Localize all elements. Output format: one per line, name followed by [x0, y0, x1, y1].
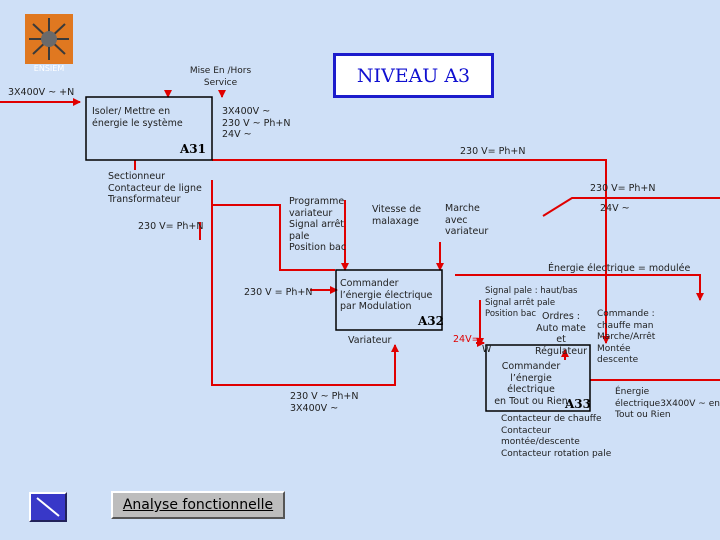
label-programme: Programme variateur Signal arrêt pale Po…: [289, 196, 347, 253]
label-energie-tor: Énergie électrique3X400V ~ en Tout ou Ri…: [615, 387, 720, 420]
label-commander-tor: Commander l’énergie électrique en Tout o…: [494, 361, 568, 407]
label-ordres: Ordres : Auto mate et Régulateur: [535, 311, 588, 357]
label-commande: Commande : chauffe man Marche/Arrêt Mont…: [597, 309, 656, 365]
block-a31-label: A31: [180, 142, 207, 156]
logo-caption: ENSIEM: [33, 64, 65, 73]
label-energie-modulee: Énergie électrique = modulée: [548, 263, 691, 274]
label-mise-en-service: Mise En /Hors Service: [189, 66, 252, 88]
logo-emblem-icon: [29, 18, 69, 60]
label-supply-a31: 3X400V ~ 230 V ~ Ph+N 24V ~: [222, 106, 291, 140]
label-variateur: Variateur: [348, 335, 392, 346]
label-a31-out: 230 V= Ph+N: [460, 146, 526, 157]
page-title: NIVEAU A3: [333, 53, 494, 98]
label-a31-left: 230 V= Ph+N: [138, 221, 204, 232]
label-isoler: Isoler/ Mettre en énergie le système: [92, 106, 183, 129]
arrow-energie-modulee: [455, 274, 704, 301]
label-signal-pale: Signal pale : haut/bas Signal arrêt pale…: [485, 286, 578, 319]
label-marche: Marche avec variateur: [445, 203, 489, 237]
analyse-fonctionnelle-button[interactable]: Analyse fonctionnelle: [111, 491, 285, 519]
label-sectionneur: Sectionneur Contacteur de ligne Transfor…: [108, 171, 202, 205]
label-vitesse: Vitesse de malaxage: [372, 204, 422, 227]
label-contacteurs: Contacteur de chauffe Contacteur montée/…: [501, 414, 612, 459]
arrow-a31-a33: [212, 159, 610, 344]
block-a33-label: A33: [565, 397, 592, 411]
logo: [25, 14, 73, 64]
nav-back-button[interactable]: [29, 492, 67, 522]
label-24v-mid: 24V=: [453, 334, 480, 345]
label-supply-main: 3X400V ~ +N: [8, 87, 75, 98]
label-a31-to-a33: 230 V= Ph+N: [590, 183, 656, 194]
label-a32-supply: 230 V ~ Ph+N 3X400V ~: [290, 391, 359, 414]
arrow-a31-a32: [213, 204, 335, 271]
nav-arrow-icon: [36, 497, 60, 517]
arrow-a32-supply: [211, 180, 399, 386]
label-a32-in: 230 V = Ph+N: [244, 287, 313, 298]
block-a33: [485, 344, 591, 412]
block-a32: [335, 269, 443, 331]
label-w: W: [482, 344, 492, 355]
block-a31: [85, 96, 213, 161]
label-commander-mod: Commander l’énergie électrique par Modul…: [340, 278, 433, 312]
block-a32-label: A32: [418, 314, 445, 328]
arrow-24v-top: [542, 197, 720, 217]
label-24v-top: 24V ~: [600, 203, 630, 214]
